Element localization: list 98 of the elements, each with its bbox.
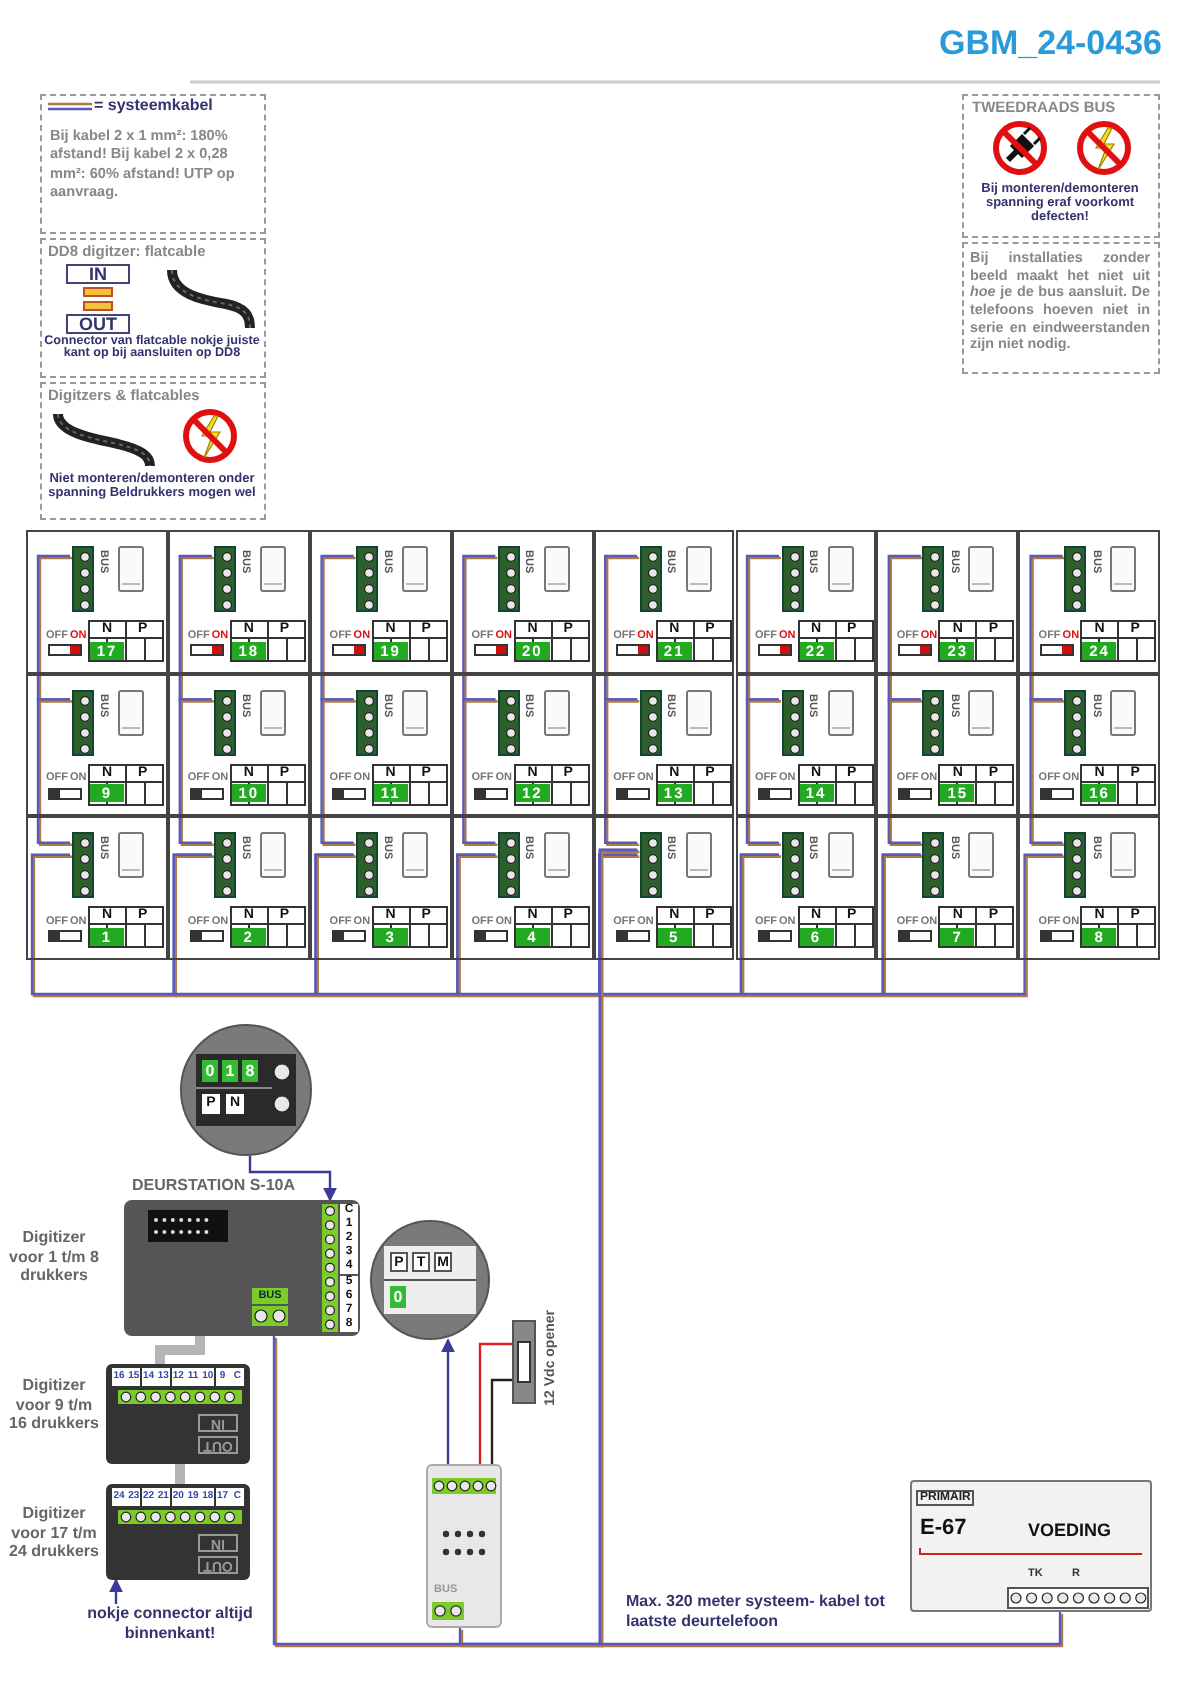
terminal-block bbox=[1064, 832, 1087, 899]
note-box bbox=[962, 242, 1160, 374]
bus-cable bbox=[1029, 698, 1063, 844]
leader-arrow bbox=[248, 1156, 337, 1202]
flat-cable bbox=[175, 1464, 185, 1484]
apartment-cell bbox=[876, 816, 1019, 961]
terminal-block bbox=[1064, 689, 1087, 756]
bus-cable bbox=[320, 698, 354, 844]
terminal-block bbox=[639, 689, 662, 756]
terminal-block bbox=[922, 832, 945, 899]
apartment-cell bbox=[167, 816, 310, 961]
apartment-cell bbox=[309, 816, 452, 961]
device-label: E-67 bbox=[920, 1518, 967, 1540]
display-digit: 8 bbox=[242, 1060, 258, 1082]
apartment-cell bbox=[593, 816, 735, 961]
terminal-block bbox=[922, 689, 945, 756]
apartment-cell bbox=[1018, 673, 1161, 817]
terminal-block bbox=[72, 689, 94, 756]
terminal-block bbox=[781, 546, 803, 612]
label-text: Digitizer voor 1 t/m 8 drukkers bbox=[7, 1228, 101, 1286]
bus-cable bbox=[598, 848, 1062, 1646]
wire bbox=[478, 1342, 512, 1464]
note-text: nokje connector altijd binnenkant! bbox=[76, 1604, 264, 1648]
terminal-block bbox=[639, 832, 662, 899]
apartment-cell bbox=[735, 816, 877, 961]
apartment-cell bbox=[26, 673, 168, 817]
power-supply bbox=[910, 1480, 1152, 1612]
display-digit: 0 bbox=[202, 1060, 218, 1082]
apartment-cell bbox=[309, 673, 452, 817]
apartment-cell bbox=[735, 530, 877, 674]
apartment-cell bbox=[451, 673, 594, 817]
note-box bbox=[40, 238, 266, 378]
apartment-cell bbox=[26, 816, 168, 961]
port-label: OUT bbox=[66, 314, 130, 334]
bus-cable bbox=[320, 554, 354, 701]
device-title: DEURSTATION S-10A bbox=[132, 1178, 295, 1194]
bus-cable bbox=[745, 698, 779, 844]
bus-cable bbox=[36, 698, 70, 844]
device-label: VOEDING bbox=[1028, 1522, 1112, 1540]
bus-cable bbox=[36, 554, 70, 701]
apartment-cell bbox=[735, 673, 877, 817]
bus-cable bbox=[462, 698, 496, 844]
note-box bbox=[40, 94, 266, 234]
bus-cable bbox=[178, 554, 212, 701]
terminal-block bbox=[213, 546, 236, 612]
terminal-block bbox=[497, 689, 520, 756]
apartment-cell bbox=[1018, 816, 1161, 961]
apartment-cell bbox=[593, 530, 735, 674]
label-text: Digitizer voor 17 t/m 24 drukkers bbox=[7, 1504, 101, 1562]
digitizer-module bbox=[106, 1364, 250, 1464]
terminal-block bbox=[72, 832, 94, 899]
bus-cable bbox=[462, 554, 496, 701]
digitizer-module bbox=[106, 1484, 250, 1580]
port-label: IN bbox=[66, 264, 130, 284]
terminal-block bbox=[639, 546, 662, 612]
terminal-block bbox=[213, 832, 236, 899]
legend-text: = systeemkabel bbox=[94, 98, 213, 114]
label-text: Max. 320 meter systeem- kabel tot laatste deurtelefoon bbox=[626, 1592, 887, 1631]
terminal-block bbox=[72, 546, 94, 612]
flat-cable bbox=[155, 1336, 205, 1364]
bus-cable bbox=[1029, 554, 1063, 701]
bus-cable bbox=[881, 853, 1063, 996]
apartment-cell bbox=[167, 530, 310, 674]
terminal-block bbox=[781, 689, 803, 756]
terminal-block bbox=[1064, 546, 1087, 612]
terminal-block bbox=[497, 546, 520, 612]
leader-arrow bbox=[109, 1578, 123, 1604]
terminal-block bbox=[355, 546, 378, 612]
apartment-cell bbox=[593, 673, 735, 817]
apartment-cell bbox=[451, 816, 594, 961]
apartment-cell bbox=[1018, 530, 1161, 674]
display-digit: 0 bbox=[390, 1286, 406, 1308]
bus-cable bbox=[887, 554, 921, 701]
bus-cable bbox=[604, 698, 638, 844]
apartment-cell bbox=[26, 530, 168, 674]
leader-arrow bbox=[441, 1338, 455, 1464]
terminal-block bbox=[922, 546, 945, 612]
terminal-block bbox=[213, 689, 236, 756]
label-text: Digitizer voor 9 t/m 16 drukkers bbox=[7, 1376, 101, 1434]
page-title: GBM_24-0436 bbox=[938, 26, 1162, 60]
wire bbox=[490, 1378, 512, 1464]
relay-module bbox=[426, 1464, 502, 1628]
bus-cable bbox=[887, 698, 921, 844]
note-box bbox=[40, 382, 266, 520]
bus-cable bbox=[604, 554, 638, 701]
bus-cable bbox=[745, 554, 779, 701]
terminal-block bbox=[355, 832, 378, 899]
apartment-cell bbox=[167, 673, 310, 817]
apartment-cell bbox=[451, 530, 594, 674]
apartment-cell bbox=[876, 673, 1019, 817]
terminal-block bbox=[497, 832, 520, 899]
apartment-cell bbox=[876, 530, 1019, 674]
apartment-cell bbox=[309, 530, 452, 674]
display-digit: 1 bbox=[222, 1060, 238, 1082]
warning-box bbox=[962, 94, 1160, 238]
terminal-block bbox=[781, 832, 803, 899]
terminal-block bbox=[355, 689, 378, 756]
bus-cable bbox=[178, 698, 212, 844]
